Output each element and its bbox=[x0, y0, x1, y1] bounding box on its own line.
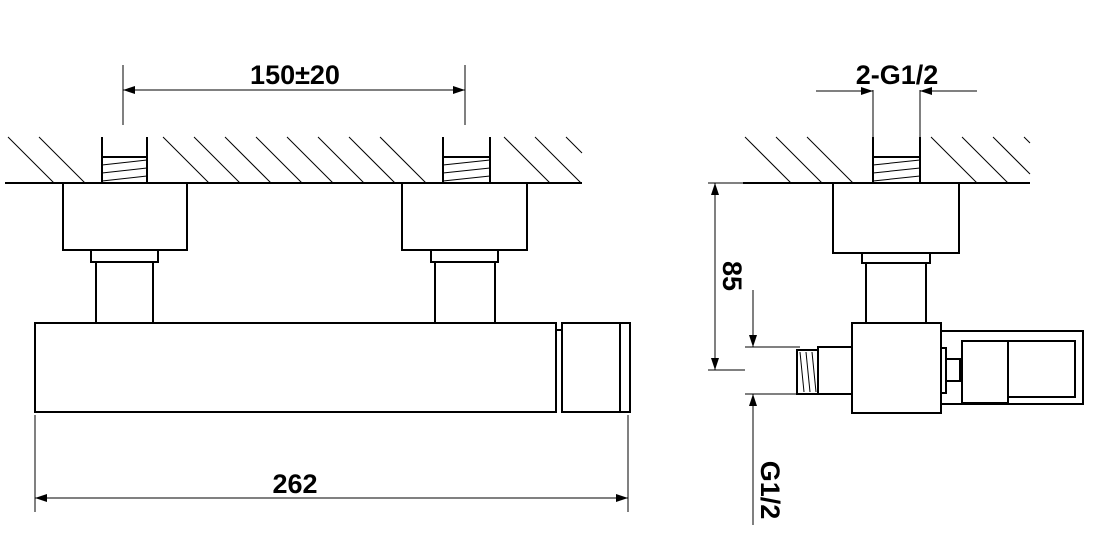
outlet-thread-label: G1/2 bbox=[755, 461, 785, 520]
handle-knob bbox=[561, 322, 631, 413]
right-collar bbox=[430, 249, 499, 263]
side-collar bbox=[861, 252, 931, 264]
hatch-line bbox=[806, 136, 854, 184]
hatch-line bbox=[930, 136, 978, 184]
hatch-line bbox=[286, 136, 334, 184]
dimension-inlet-thread: 2-G1/2 bbox=[816, 60, 977, 137]
left-collar bbox=[90, 249, 159, 263]
side-escutcheon bbox=[832, 182, 960, 254]
right-wall-pipe bbox=[442, 137, 491, 183]
hatch-line bbox=[255, 136, 303, 184]
hatch-line bbox=[1023, 136, 1031, 144]
side-handle-grip bbox=[1007, 340, 1076, 398]
hatch-line bbox=[224, 136, 272, 184]
side-spindle bbox=[945, 358, 961, 382]
side-handle-base bbox=[961, 340, 1009, 404]
hatch-line bbox=[961, 136, 1009, 184]
inlet-thread-label: 2-G1/2 bbox=[856, 60, 939, 90]
hatch-line bbox=[503, 136, 551, 184]
hatch-line bbox=[193, 136, 241, 184]
hatch-line bbox=[379, 136, 427, 184]
hatch-line bbox=[7, 136, 55, 184]
side-connector bbox=[865, 262, 927, 324]
hatch-line bbox=[534, 136, 582, 184]
side-view: 2-G1/2 85 G1/2 bbox=[708, 60, 1084, 525]
hatch-line bbox=[775, 136, 823, 184]
hatch-line bbox=[348, 136, 396, 184]
dimension-overall-length: 262 bbox=[34, 415, 629, 512]
left-wall-pipe bbox=[101, 137, 148, 183]
side-wall-pipe bbox=[872, 137, 921, 183]
hatch-line bbox=[744, 136, 792, 184]
right-connector bbox=[434, 261, 496, 324]
hatch-line bbox=[992, 136, 1031, 175]
right-escutcheon bbox=[401, 182, 528, 251]
mixer-body bbox=[34, 322, 557, 413]
dimension-projection: 85 bbox=[708, 182, 747, 371]
front-view: 150±20 262 bbox=[5, 60, 631, 512]
left-connector bbox=[95, 261, 154, 324]
wall-hatching-front bbox=[7, 136, 583, 184]
outlet-nipple bbox=[796, 346, 853, 395]
overall-length-label: 262 bbox=[272, 469, 317, 499]
side-body bbox=[851, 322, 942, 414]
projection-label: 85 bbox=[717, 261, 747, 291]
hatch-line bbox=[317, 136, 365, 184]
wall-hatching-side bbox=[744, 136, 1031, 184]
left-escutcheon bbox=[62, 182, 188, 251]
hatch-line bbox=[162, 136, 210, 184]
dimension-outlet-thread: G1/2 bbox=[745, 290, 800, 525]
hatch-line bbox=[38, 136, 86, 184]
hatch-line bbox=[565, 136, 583, 154]
pipe-spacing-label: 150±20 bbox=[250, 60, 340, 90]
dimension-pipe-spacing: 150±20 bbox=[122, 60, 466, 125]
